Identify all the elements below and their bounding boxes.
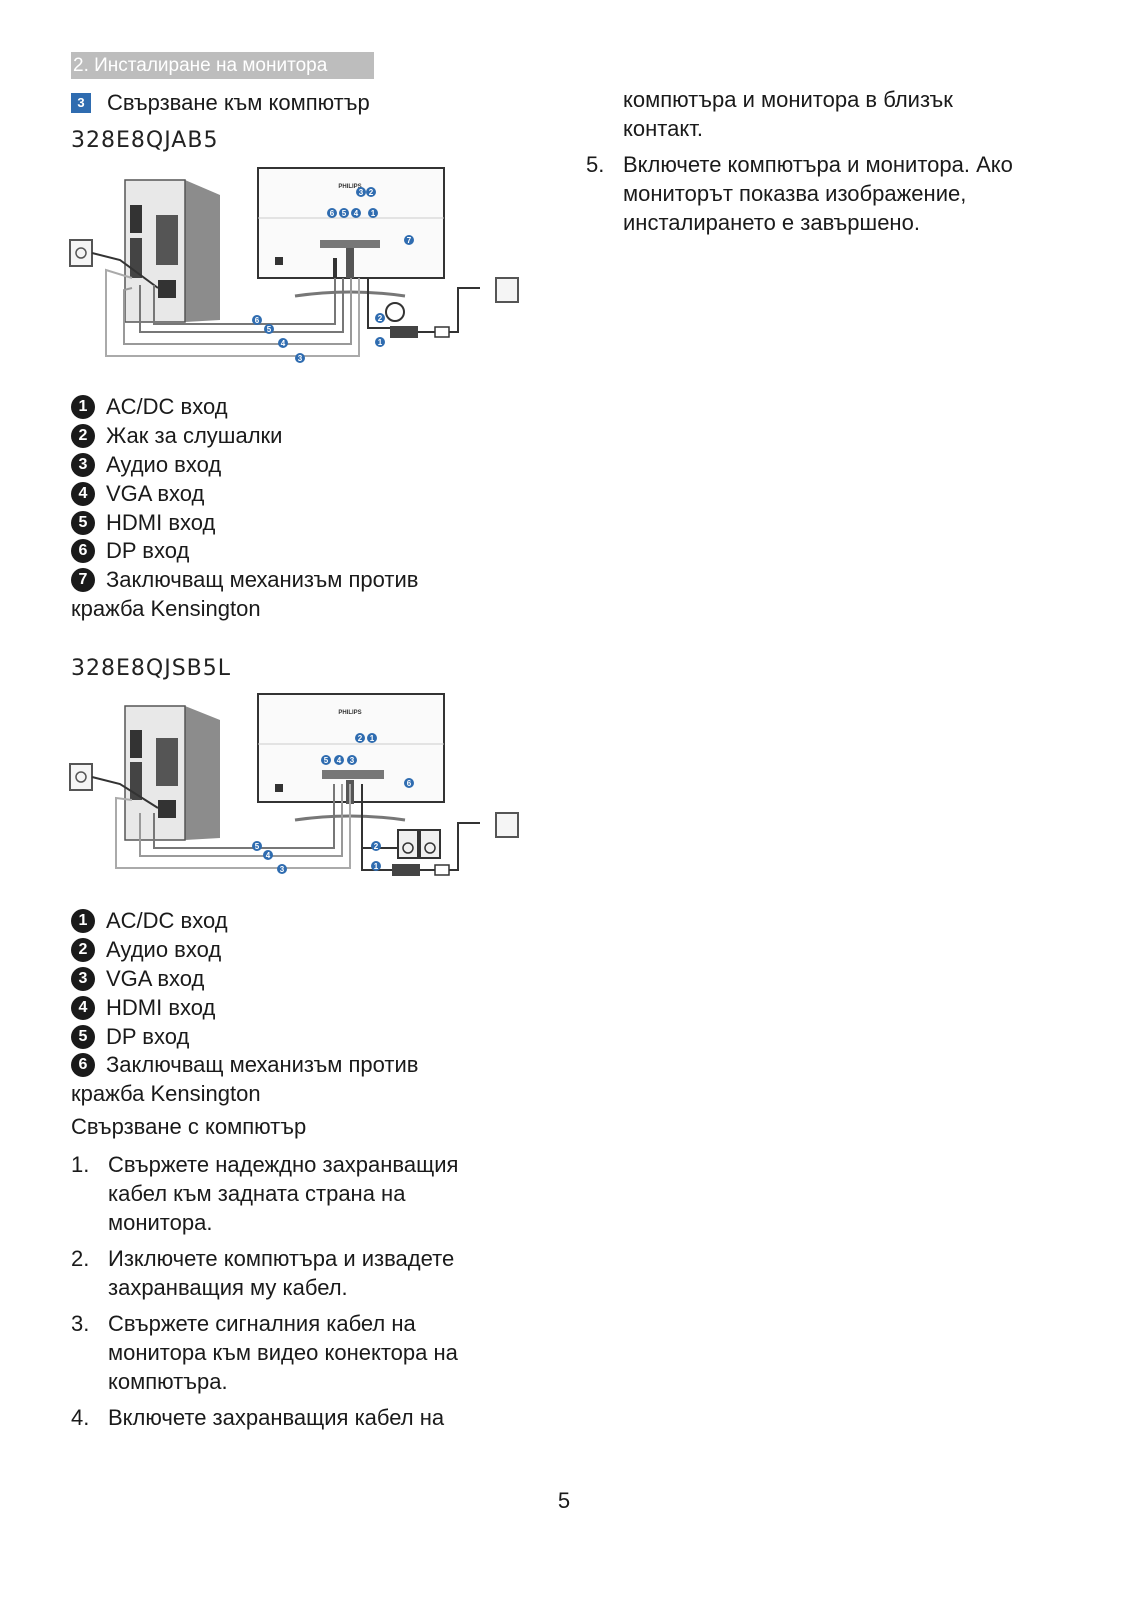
legend-item-continuation: кражба Kensington [71,595,261,621]
power-adapter-icon [390,326,418,338]
svg-text:3: 3 [359,188,364,197]
speaker-icon [397,829,419,859]
monitor-brand: PHILIPS [338,184,361,190]
svg-text:1: 1 [370,734,375,743]
section-title-text: Свързване към компютър [107,90,370,115]
svg-text:1: 1 [374,862,379,871]
step-item: 3.Свържете сигналния кабел на монитора к… [71,1311,458,1394]
svg-text:6: 6 [255,316,260,325]
step-item: 2.Изключете компютъра и извадете захранв… [71,1246,455,1300]
section-header-tab: 2. Инсталиране на монитора [71,52,374,79]
svg-text:6: 6 [330,209,335,218]
legend-item-continuation: кражба Kensington [71,1081,261,1107]
svg-text:5: 5 [255,842,260,851]
speaker-icon [419,829,441,859]
wall-outlet-icon [69,763,93,791]
svg-text:2: 2 [378,314,383,323]
step-item: 4.Включете захранващия кабел на [71,1405,445,1430]
power-adapter-icon [392,864,420,876]
step4-continuation: компютъра и монитора в близък контакт. [623,87,953,141]
svg-text:5: 5 [324,756,329,765]
svg-text:1: 1 [371,209,376,218]
svg-text:4: 4 [266,851,271,860]
step-item: 5.Включете компютъра и монитора. Ако мон… [586,152,1013,235]
connect-steps-continued: 5.Включете компютъра и монитора. Ако мон… [586,150,1026,244]
svg-text:4: 4 [337,756,342,765]
svg-text:3: 3 [350,756,355,765]
headphones-icon [385,302,405,322]
svg-text:5: 5 [267,325,272,334]
svg-text:5: 5 [342,209,347,218]
svg-text:2: 2 [358,734,363,743]
svg-text:6: 6 [407,779,412,788]
svg-text:3: 3 [298,354,303,363]
wall-outlet-icon [495,277,519,303]
svg-text:3: 3 [280,865,285,874]
page-number: 5 [557,1488,571,1513]
svg-text:1: 1 [378,338,383,347]
connect-steps: 1.Свържете надеждно захранващия кабел къ… [71,1150,501,1439]
connect-heading: Свързване с компютър [71,1114,307,1139]
monitor-brand: PHILIPS [338,710,361,716]
model-name-1: 328E8QJAB5 [71,128,219,153]
model-name-2: 328E8QJSB5L [71,656,232,681]
section-title: 3 Свързване към компютър [71,88,370,118]
svg-text:4: 4 [281,339,286,348]
svg-text:7: 7 [407,236,412,245]
svg-text:2: 2 [369,188,374,197]
wall-outlet-icon [69,239,93,267]
svg-text:2: 2 [374,842,379,851]
connection-diagram-1: PHILIPS 6 5 4 1 3 2 7 2 1 6 5 4 3 [69,167,519,363]
section-number-badge: 3 [71,93,91,113]
svg-text:4: 4 [354,209,359,218]
wall-outlet-icon [495,812,519,838]
connection-diagram-2: PHILIPS 2 1 5 4 3 6 2 1 5 4 3 [69,693,519,876]
step-item: 1.Свържете надеждно захранващия кабел къ… [71,1152,459,1235]
